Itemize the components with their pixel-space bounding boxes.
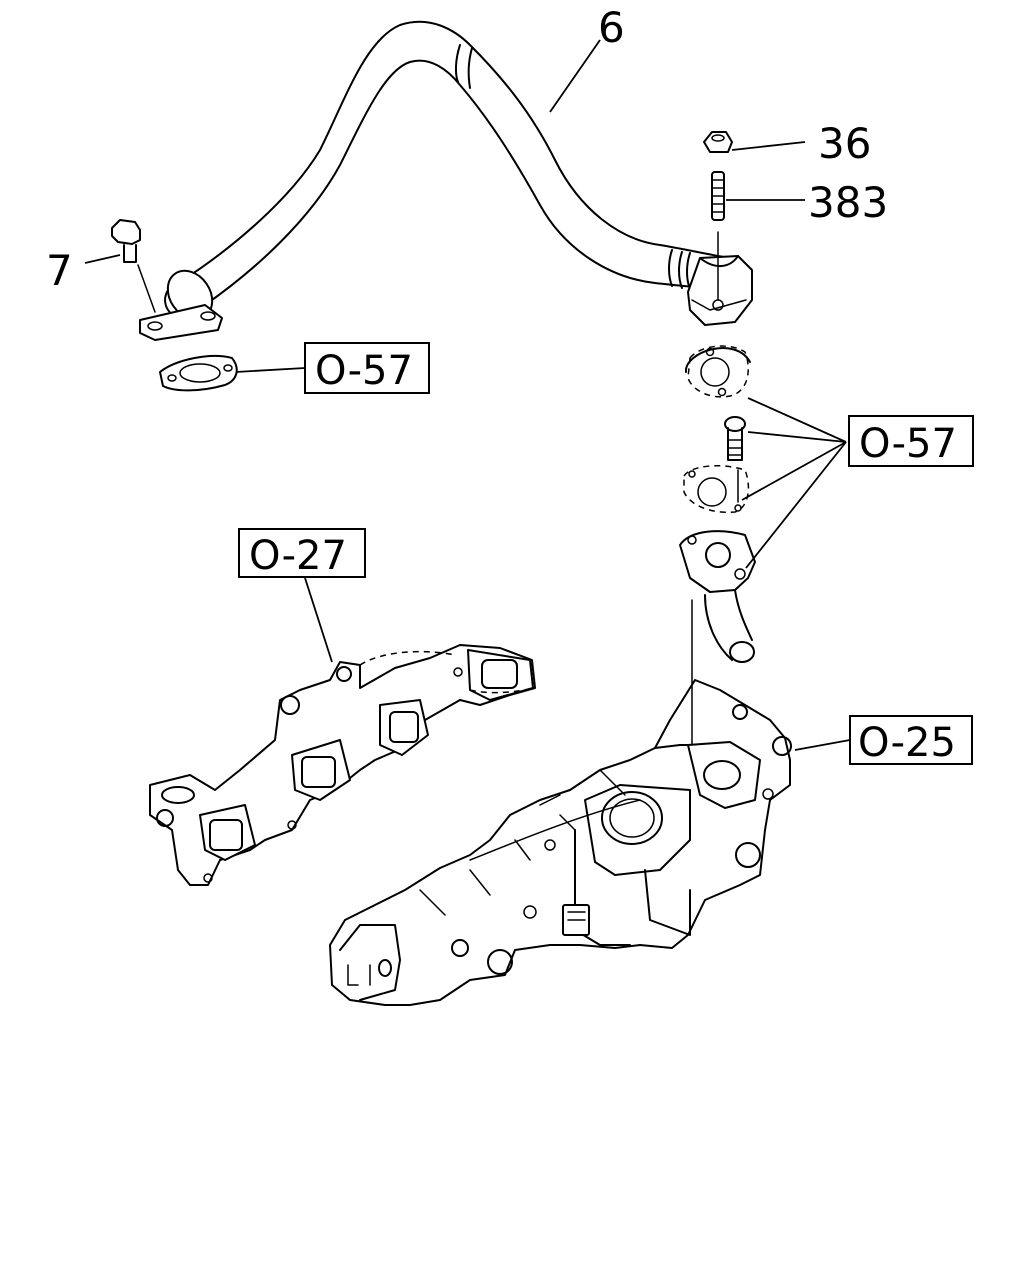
hose-pipe	[164, 20, 731, 321]
right-fitting	[687, 255, 753, 326]
callout-bolt: 7	[46, 246, 73, 295]
callout-stud: 383	[808, 178, 888, 227]
adapter-pipe	[679, 530, 756, 761]
ref-box-gasket-left[interactable]: O-57	[304, 342, 430, 394]
callout-hose: 6	[598, 3, 625, 52]
ref-label-parts-right: O-57	[859, 421, 957, 467]
stud-383	[711, 171, 725, 301]
small-bolt	[724, 416, 746, 461]
gasket-left	[159, 354, 238, 392]
ref-box-parts-right[interactable]: O-57	[848, 415, 974, 467]
ref-label-exhaust-manifold: O-27	[249, 533, 347, 579]
bolt-7	[111, 219, 156, 313]
ref-box-exhaust-manifold[interactable]: O-27	[238, 528, 366, 579]
callout-nut: 36	[818, 119, 871, 168]
left-flange	[139, 304, 223, 341]
leader-lines	[84, 39, 851, 751]
gasket-right-lower	[683, 465, 750, 513]
intake-manifold	[329, 679, 792, 1006]
nut-36	[703, 131, 733, 153]
ref-label-intake-manifold: O-25	[858, 720, 956, 766]
ref-label-gasket-left: O-57	[315, 348, 413, 394]
exhaust-manifold	[149, 644, 536, 886]
ref-box-intake-manifold[interactable]: O-25	[849, 715, 973, 766]
gasket-right-upper	[684, 345, 751, 398]
